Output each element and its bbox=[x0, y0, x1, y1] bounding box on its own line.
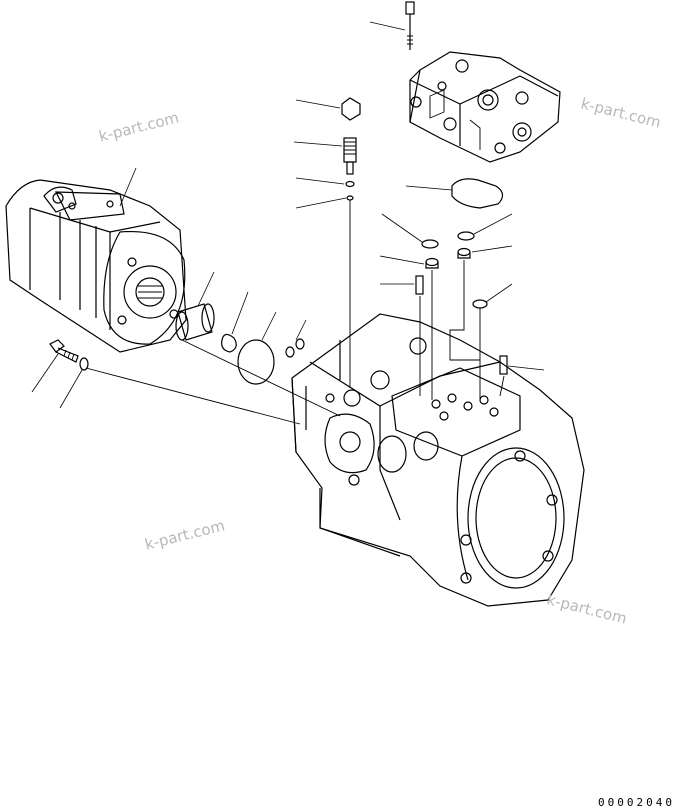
leader-pin-b bbox=[507, 365, 545, 371]
leader-sleeve bbox=[197, 271, 215, 307]
washer bbox=[79, 357, 89, 371]
o-ring-a bbox=[421, 239, 439, 249]
adjust-screw bbox=[343, 137, 357, 175]
o-ring-b bbox=[457, 231, 475, 241]
leader-seal-ring bbox=[295, 177, 345, 185]
gear-pump bbox=[5, 179, 187, 353]
large-o-ring bbox=[237, 339, 275, 385]
o-ring-c bbox=[472, 299, 488, 309]
gasket bbox=[451, 178, 504, 209]
leader-screw bbox=[293, 141, 343, 147]
assembly-line-shaft bbox=[181, 339, 341, 417]
dowel-pin-a bbox=[415, 275, 424, 295]
leader-gasket bbox=[405, 185, 453, 191]
snap-ring bbox=[221, 333, 237, 353]
leader-plug-a bbox=[379, 255, 425, 265]
leader-washer bbox=[59, 369, 83, 409]
leader-o-ring-c bbox=[485, 283, 513, 303]
small-o-ring-1 bbox=[285, 346, 295, 358]
leader-o-ring-a bbox=[381, 213, 423, 243]
plug-a bbox=[425, 257, 439, 269]
main-housing bbox=[291, 313, 585, 607]
dowel-pin-b bbox=[499, 355, 508, 375]
leader-nut bbox=[295, 99, 341, 109]
mounting-bolt bbox=[49, 339, 79, 363]
seal-ring bbox=[345, 180, 355, 188]
leader-small-ring bbox=[295, 197, 347, 209]
plug-b bbox=[457, 247, 471, 259]
coupling-sleeve bbox=[175, 303, 215, 341]
leader-bolt bbox=[369, 21, 406, 31]
small-ring bbox=[346, 195, 354, 201]
leader-small-o-rings bbox=[295, 319, 307, 341]
bolt-top bbox=[405, 1, 415, 50]
leader-pump bbox=[119, 167, 137, 207]
leader-bolt-left bbox=[31, 353, 59, 393]
leader-large-o-ring bbox=[261, 311, 277, 341]
leader-plug-b bbox=[471, 245, 513, 253]
assembly-line-bolt bbox=[85, 367, 301, 425]
nut bbox=[341, 97, 361, 121]
leader-snap-ring bbox=[231, 291, 249, 335]
valve-block bbox=[409, 51, 561, 163]
assembly-lines-right bbox=[419, 260, 505, 400]
drawing-code: 00002040 bbox=[598, 796, 675, 809]
leader-o-ring-b bbox=[473, 213, 513, 235]
small-o-ring-2 bbox=[295, 338, 305, 350]
